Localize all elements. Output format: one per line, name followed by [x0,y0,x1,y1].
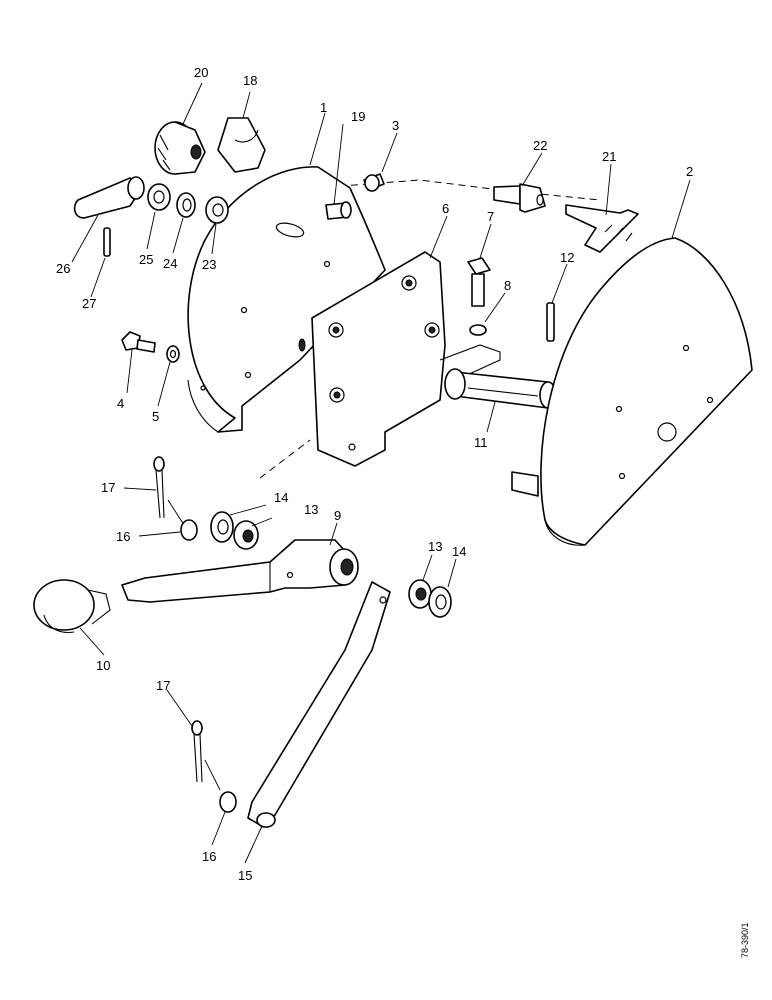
callout-23: 23 [202,257,216,272]
part-pin [103,227,111,257]
part-washer-23 [205,196,229,224]
callout-1: 1 [320,100,327,115]
callout-22: 22 [533,138,547,153]
callout-2: 2 [686,164,693,179]
part-shaft [444,368,557,409]
part-nut [147,183,171,211]
part-knob [33,579,111,634]
callout-16-lower: 16 [202,849,216,864]
callout-20: 20 [194,65,208,80]
part-washer-5 [166,345,180,363]
part-roll-pin [546,302,555,342]
callout-15: 15 [238,868,252,883]
part-latch [217,117,266,173]
part-bolt-7 [467,257,491,307]
callout-11: 11 [474,435,488,450]
part-split-pin-upper [153,456,185,526]
callout-27: 27 [82,296,96,311]
part-mounting-bracket [298,251,501,467]
part-split-pin-lower [191,720,221,791]
callout-4: 4 [117,396,124,411]
callout-25: 25 [139,252,153,267]
part-washer-14-upper [210,511,234,543]
part-handle [73,176,145,219]
part-washer-24 [176,192,196,218]
part-washer-16-lower [219,791,237,813]
part-washer-14-lower [428,586,452,618]
callout-labels: 1 2 3 4 5 6 7 8 9 10 11 12 13 13 14 14 1… [56,65,693,883]
part-cover-plate [511,237,753,546]
drawing-reference: 78-390/1 [740,922,750,958]
callout-16-upper: 16 [116,529,130,544]
callout-21: 21 [602,149,616,164]
part-washer-8 [469,324,487,336]
callout-14-lower: 14 [452,544,466,559]
callout-3: 3 [392,118,399,133]
part-knurled-wheel [154,121,206,175]
callout-9: 9 [334,508,341,523]
part-bolt-4 [121,331,156,353]
callout-14-upper: 14 [274,490,288,505]
callout-13-upper: 13 [304,502,318,517]
callout-18: 18 [243,73,257,88]
callout-10: 10 [96,658,110,673]
callout-17-upper: 17 [101,480,115,495]
callout-17-lower: 17 [156,678,170,693]
callout-24: 24 [163,256,177,271]
part-bush-13-lower [408,579,432,609]
part-lock-plate [565,204,639,253]
callout-6: 6 [442,201,449,216]
part-screw-3 [363,173,385,192]
part-bush-13-upper [233,520,259,550]
callout-26: 26 [56,261,70,276]
callout-5: 5 [152,409,159,424]
part-link-rod [247,581,391,828]
part-lever [121,539,359,603]
callout-19: 19 [351,109,365,124]
part-pivot-pin [325,201,352,220]
part-quadrant-guide [187,166,386,433]
leader-lines [71,82,691,864]
callout-8: 8 [504,278,511,293]
callout-7: 7 [487,209,494,224]
part-washer-16-upper [180,519,198,541]
callout-12: 12 [560,250,574,265]
callout-13-lower: 13 [428,539,442,554]
part-bolt-22 [493,183,546,213]
